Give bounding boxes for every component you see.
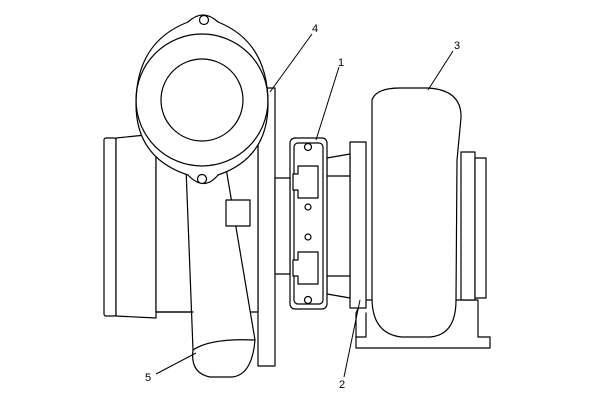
callout-2: 2 <box>339 379 345 391</box>
leader-line-5 <box>155 352 197 375</box>
callouts: 1 2 3 4 5 <box>145 23 460 391</box>
oil-flange-plate <box>289 137 328 310</box>
turbine-heat-shield <box>257 87 291 367</box>
flange-port-upper <box>292 165 319 199</box>
callout-5: 5 <box>145 372 151 384</box>
turbine-inlet-arm <box>185 167 256 378</box>
leader-line-2 <box>343 299 361 378</box>
turbine-outlet-ring <box>103 137 117 317</box>
flange-bolt-hole <box>304 233 312 241</box>
leader-line-1 <box>315 66 340 141</box>
compressor-outlet-flange <box>474 157 487 299</box>
flange-bolt-hole <box>303 142 313 152</box>
flange-bolt-hole <box>303 295 313 305</box>
flange-port-lower <box>292 251 319 285</box>
compressor-volute <box>371 87 462 338</box>
housing-boss <box>225 199 251 227</box>
center-housing <box>326 153 351 299</box>
leader-lines <box>155 33 454 378</box>
leader-line-3 <box>427 50 454 91</box>
flange-bolt-hole <box>196 173 208 185</box>
leader-line-4 <box>269 33 313 93</box>
compressor-outlet-ring <box>460 151 476 301</box>
callout-4: 4 <box>312 23 318 35</box>
flange-bolt-hole <box>198 14 210 26</box>
compressor-housing <box>349 87 491 349</box>
turbine-housing <box>103 14 269 378</box>
callout-1: 1 <box>338 57 344 69</box>
compressor-back-plate <box>349 141 367 309</box>
callout-3: 3 <box>454 40 460 52</box>
inlet-bore <box>160 58 244 142</box>
flange-bolt-hole <box>304 203 312 211</box>
turbine-outlet-body <box>115 133 157 319</box>
